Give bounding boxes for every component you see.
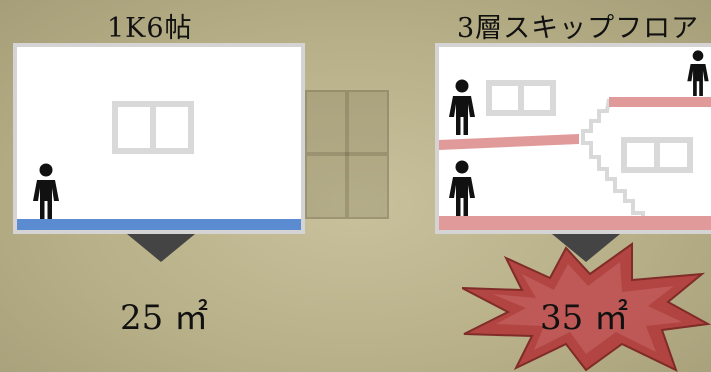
window-icon [621,137,693,173]
right-area-label: 35 ㎡ [540,298,629,338]
left-area-label: 25 ㎡ [120,298,209,338]
middle-floor [439,134,579,150]
right-title: 3層スキップフロア [457,13,700,44]
lower-floor [439,216,711,230]
window-icon [486,80,556,116]
starburst-icon [462,242,711,372]
left-room-panel [17,47,301,230]
person-icon [449,160,475,216]
background-window [305,90,389,219]
upper-floor [609,97,711,107]
person-icon [449,79,475,135]
person-icon [687,50,709,96]
person-icon [33,163,59,219]
down-arrow-icon [127,234,195,262]
left-title: 1K6帖 [107,13,193,44]
window-icon [112,101,194,154]
floor-blue [17,219,301,230]
skip-floor-diagram [439,97,711,230]
stairs [581,98,645,219]
right-room-panel [439,47,711,230]
